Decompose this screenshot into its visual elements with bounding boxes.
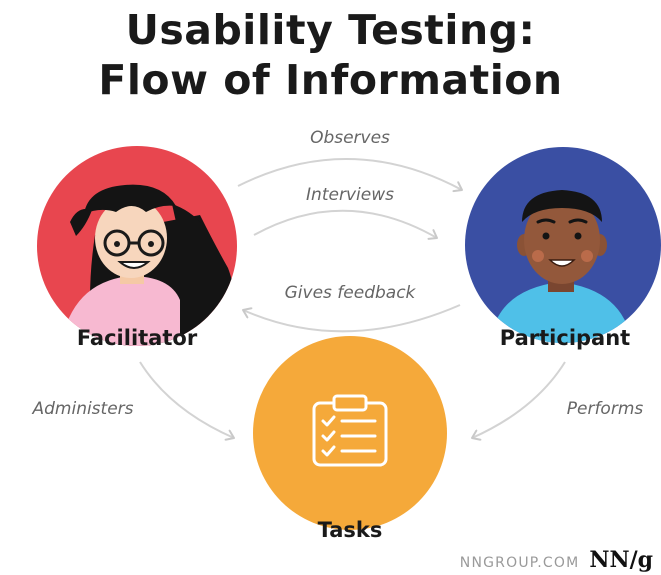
title-line-1: Usability Testing:: [125, 6, 536, 54]
nng-logo: NN/g: [589, 547, 653, 573]
edge-label-performs: Performs: [567, 399, 644, 419]
edge-interviews: [253, 209, 438, 240]
edge-observes: [237, 158, 463, 193]
clipboard-icon: [312, 394, 388, 467]
edge-performs: [471, 361, 566, 441]
edge-gives-feedback: [242, 304, 461, 333]
footer: NNGROUP.COM NN/g: [460, 547, 653, 573]
edge-label-observes: Observes: [310, 128, 390, 148]
footer-url[interactable]: NNGROUP.COM: [459, 555, 580, 571]
edge-label-administers: Administers: [31, 399, 133, 419]
facilitator-label: Facilitator: [77, 326, 198, 350]
edge-label-interviews: Interviews: [306, 185, 394, 205]
tasks-node: [253, 336, 447, 530]
title-line-2: Flow of Information: [98, 56, 563, 104]
edge-label-gives-feedback: Gives feedback: [285, 283, 417, 303]
edge-administers: [139, 361, 235, 441]
tasks-label: Tasks: [318, 518, 383, 542]
participant-avatar: [465, 147, 661, 343]
participant-label: Participant: [500, 326, 630, 350]
